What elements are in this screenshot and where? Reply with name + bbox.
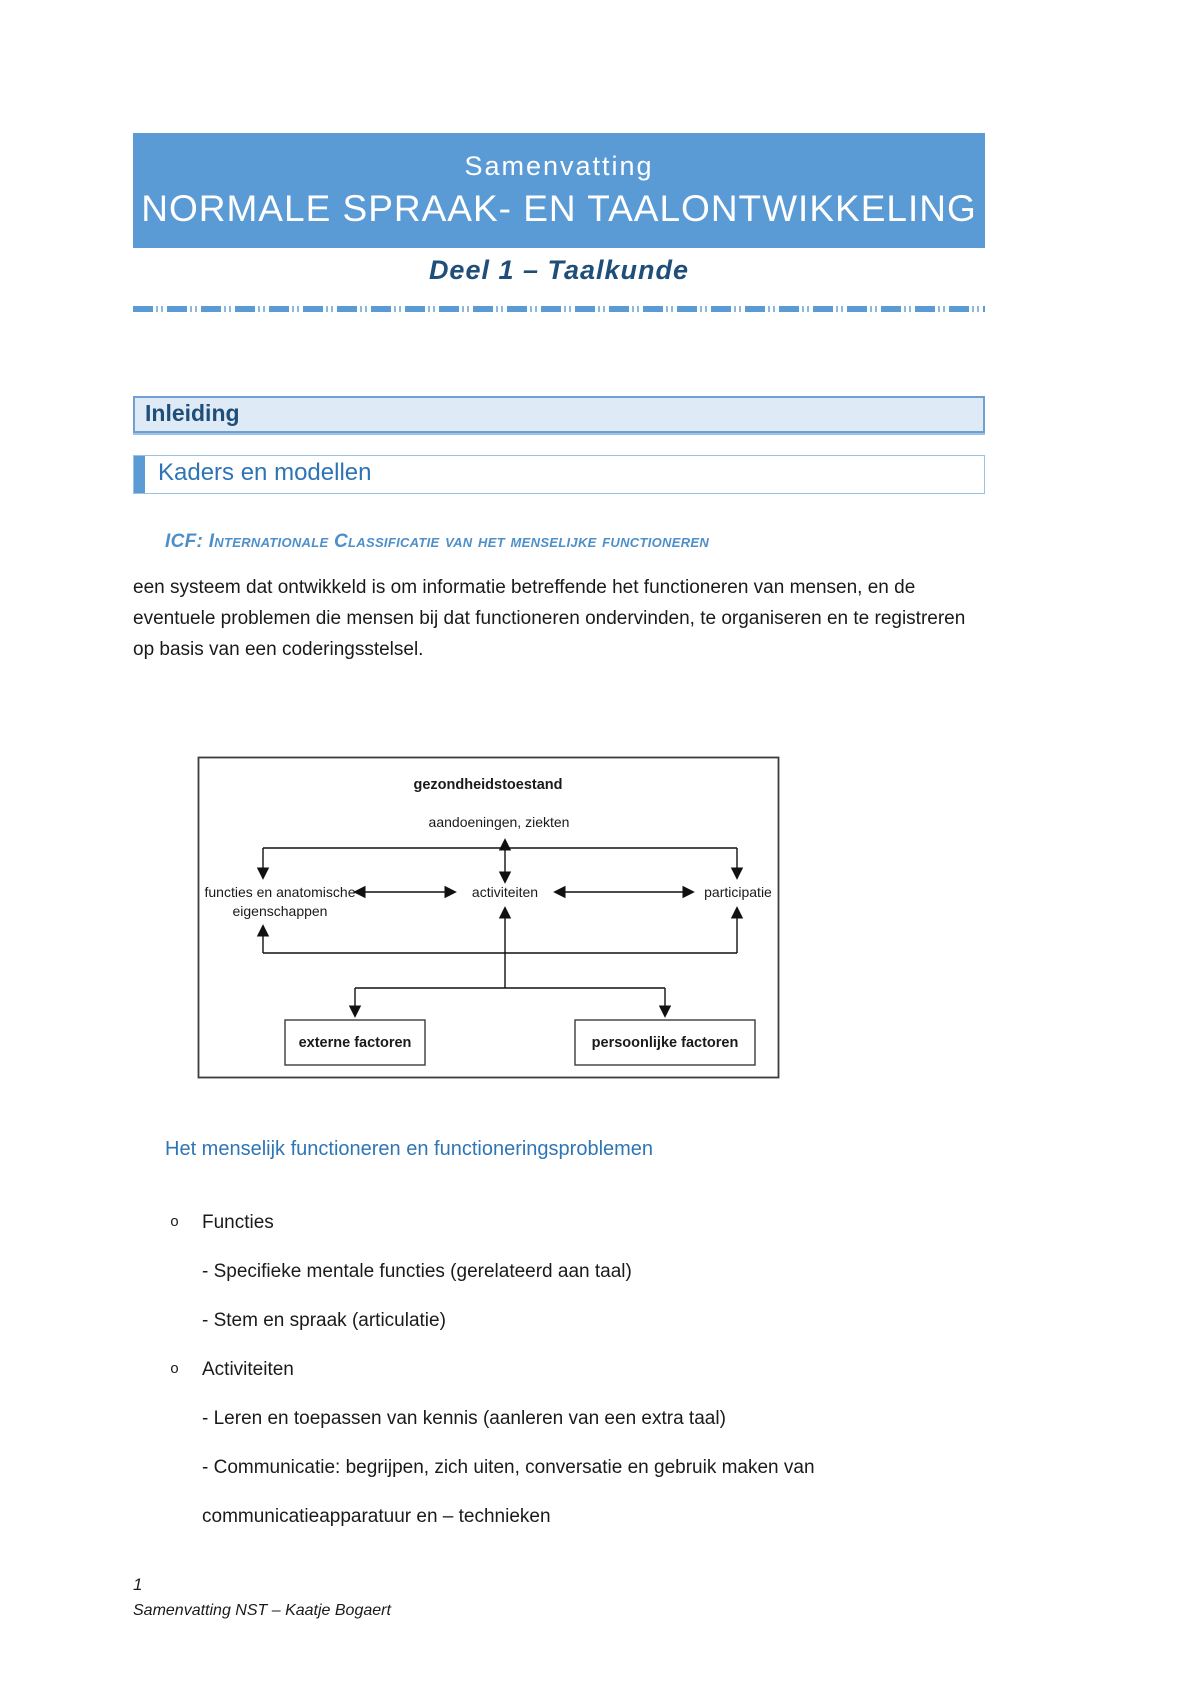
section-heading: Inleiding (145, 400, 240, 426)
page-footer: 1 Samenvatting NST – Kaatje Bogaert (133, 1572, 391, 1624)
diagram-center-label: activiteiten (472, 884, 538, 900)
diagram-top-sublabel: aandoeningen, ziekten (429, 814, 570, 830)
persoonlijke-factoren-box (574, 1019, 756, 1066)
section-heading-box: Inleiding (133, 396, 985, 433)
diagram-right-label: participatie (704, 884, 772, 900)
list-item: o Functies - Specifieke mentale functies… (170, 1198, 970, 1345)
icf-model-svg: gezondheidstoestand aandoeningen, ziekte… (197, 756, 780, 1079)
diagram-left-label-line1: functies en anatomische (205, 884, 356, 900)
title-banner: Samenvatting NORMALE SPRAAK- EN TAALONTW… (133, 133, 985, 248)
list-subitem: - Stem en spraak (articulatie) (202, 1310, 446, 1331)
list-item-head: o Functies (170, 1198, 970, 1247)
bullet-marker: o (170, 1361, 180, 1378)
subsection-heading: Kaders en modellen (158, 459, 372, 486)
functions-list: o Functies - Specifieke mentale functies… (170, 1198, 970, 1541)
list-item-label: Functies (202, 1212, 274, 1233)
list-heading: Het menselijk functioneren en functioner… (165, 1138, 654, 1160)
list-item-label: Activiteiten (202, 1359, 294, 1380)
icf-heading: ICF: Internationale Classificatie van he… (165, 531, 710, 552)
icf-model-diagram: gezondheidstoestand aandoeningen, ziekte… (197, 756, 780, 1080)
list-subitem: - Leren en toepassen van kennis (aanlere… (202, 1408, 726, 1429)
bullet-marker: o (170, 1214, 180, 1231)
intro-paragraph: een systeem dat ontwikkeld is om informa… (133, 577, 966, 660)
externe-factoren-box (284, 1019, 426, 1066)
list-subitem: - Specifieke mentale functies (gerelatee… (202, 1261, 632, 1282)
diagram-left-label-line2: eigenschappen (233, 903, 328, 919)
list-subitem: - Communicatie: begrijpen, zich uiten, c… (202, 1457, 815, 1527)
list-item: o Activiteiten - Leren en toepassen van … (170, 1345, 970, 1541)
footer-doc-title: Samenvatting NST – Kaatje Bogaert (133, 1602, 391, 1619)
document-kicker: Samenvatting (464, 151, 654, 181)
dashed-divider (133, 306, 985, 312)
subsection-heading-box: Kaders en modellen (133, 455, 985, 494)
page-number: 1 (133, 1575, 143, 1594)
diagram-top-label: gezondheidstoestand (413, 777, 562, 793)
externe-factoren-label: externe factoren (299, 1035, 412, 1051)
persoonlijke-factoren-label: persoonlijke factoren (592, 1035, 739, 1051)
document-subtitle: Deel 1 – Taalkunde (428, 255, 690, 285)
document-title: NORMALE SPRAAK- EN TAALONTWIKKELING (141, 188, 977, 229)
diagram-outer-frame (197, 756, 780, 1079)
list-item-head: o Activiteiten (170, 1345, 970, 1394)
